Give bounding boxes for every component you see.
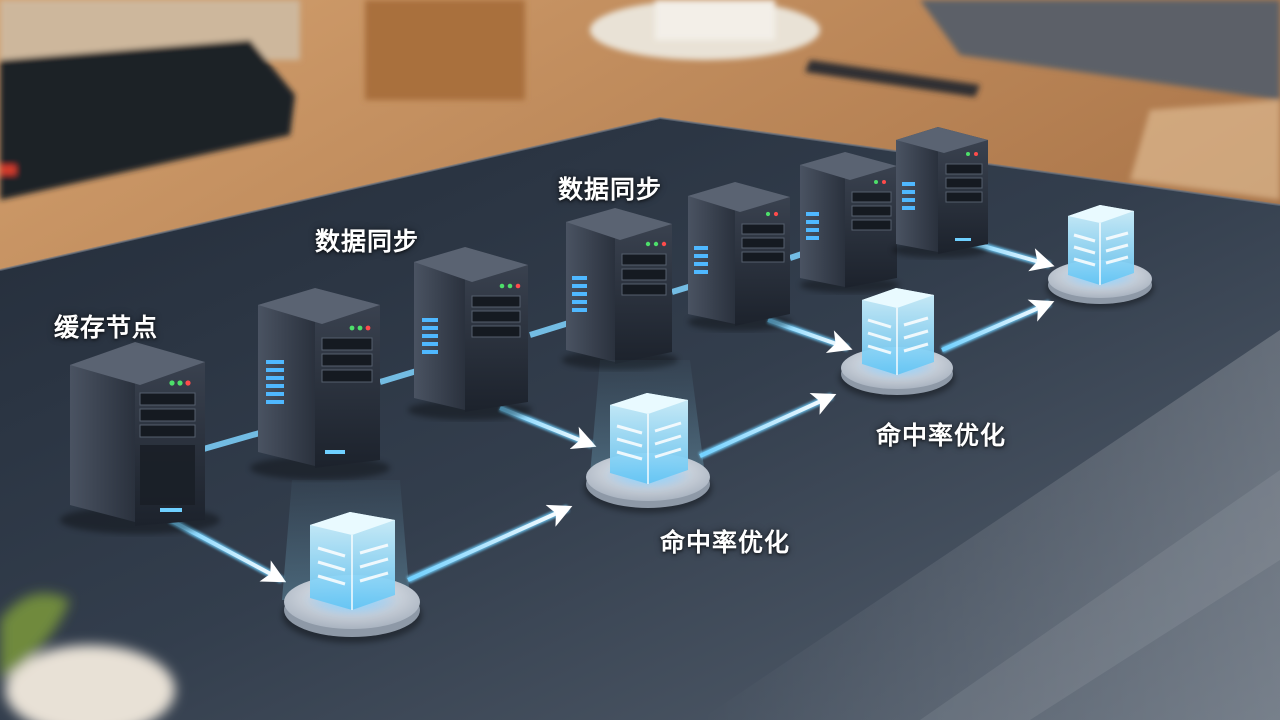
label-hit-rate-2: 命中率优化 — [876, 421, 1007, 450]
cache-node-1 — [282, 480, 422, 643]
pen — [805, 60, 980, 97]
cache-node-4 — [1046, 205, 1154, 308]
server-tower-4 — [562, 208, 678, 370]
label-cache-node: 缓存节点 — [54, 313, 159, 342]
label-data-sync-2: 数据同步 — [558, 175, 663, 204]
label-hit-rate-1: 命中率优化 — [660, 528, 791, 557]
server-tower-3 — [408, 247, 532, 420]
cache-node-2 — [584, 360, 712, 513]
label-data-sync-1: 数据同步 — [315, 227, 420, 256]
server-tower-1 — [60, 342, 220, 534]
laptop — [920, 0, 1280, 100]
background-objects — [0, 0, 1280, 200]
server-tower-6 — [800, 152, 900, 293]
server-tower-7 — [892, 127, 988, 258]
wooden-block — [365, 0, 525, 100]
router-device — [0, 40, 295, 200]
server-tower-5 — [688, 182, 792, 331]
server-tower-2 — [250, 288, 390, 480]
cache-node-3 — [839, 288, 955, 400]
potted-plant — [0, 593, 175, 720]
